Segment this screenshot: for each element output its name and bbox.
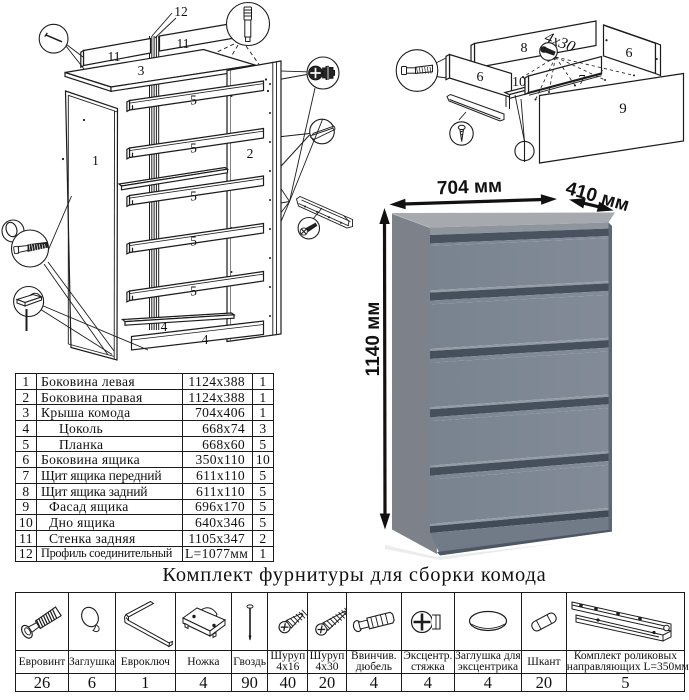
svg-text:5: 5 <box>190 189 197 204</box>
svg-text:6: 6 <box>626 46 633 61</box>
svg-text:8: 8 <box>521 41 528 56</box>
svg-text:2: 2 <box>247 146 254 161</box>
svg-text:5: 5 <box>190 284 197 299</box>
svg-text:4: 4 <box>202 332 209 347</box>
svg-text:10: 10 <box>512 75 526 90</box>
svg-text:11: 11 <box>108 49 121 64</box>
svg-text:6: 6 <box>477 70 484 85</box>
svg-text:3: 3 <box>138 63 145 78</box>
svg-text:4: 4 <box>161 319 168 334</box>
svg-text:5: 5 <box>190 141 197 156</box>
svg-text:9: 9 <box>619 101 627 117</box>
svg-text:1: 1 <box>92 153 99 168</box>
svg-text:7: 7 <box>579 73 586 88</box>
svg-text:11: 11 <box>177 36 190 51</box>
svg-text:12: 12 <box>174 4 188 19</box>
svg-text:5: 5 <box>190 93 197 108</box>
svg-text:5: 5 <box>190 234 197 249</box>
